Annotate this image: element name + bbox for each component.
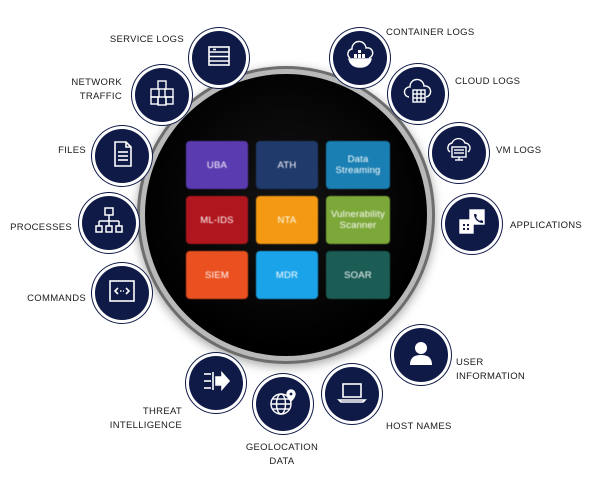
tile-label: UBA: [206, 159, 228, 171]
cloud-doc-icon: [401, 75, 435, 114]
tile-label: SOAR: [344, 269, 372, 281]
files-node[interactable]: [95, 129, 149, 183]
host-names-node[interactable]: [325, 367, 379, 421]
container-logs-node[interactable]: [333, 31, 387, 85]
tile-ml-ids[interactable]: ML-IDS: [186, 196, 248, 244]
server-rack-icon: [202, 39, 236, 78]
label-line: INTELLIGENCE: [109, 420, 182, 431]
tile-vulnerability-scanner[interactable]: Vulnerability Scanner: [326, 196, 390, 244]
files-label: FILES: [58, 145, 86, 156]
vm-logs-node[interactable]: [432, 126, 486, 180]
label-line: INFORMATION: [456, 371, 526, 382]
tile-nta[interactable]: NTA: [256, 196, 318, 244]
globe-pin-icon: [266, 385, 300, 424]
document-icon: [105, 137, 139, 176]
laptop-icon: [335, 375, 369, 414]
tile-label: ATH: [277, 159, 297, 171]
network-traffic-node[interactable]: [135, 68, 189, 122]
tile-label: MDR: [275, 269, 299, 281]
label-line: GEOLOCATION: [245, 442, 319, 453]
cloud-monitor-icon: [442, 134, 476, 173]
label-line: DATA: [269, 456, 295, 467]
network-cubes-icon: [145, 76, 179, 115]
cloud-container-icon: [343, 39, 377, 78]
tile-ath[interactable]: ATH: [256, 141, 318, 189]
tile-label: Vulnerability Scanner: [331, 209, 385, 231]
commands-label: COMMANDS: [27, 293, 86, 304]
tile-siem[interactable]: SIEM: [186, 251, 248, 299]
user-information-label: USER INFORMATION: [456, 356, 546, 384]
host-names-label: HOST NAMES: [386, 421, 452, 432]
vm-logs-label: VM LOGS: [496, 145, 542, 156]
label-line: USER: [456, 357, 484, 368]
hierarchy-icon: [92, 204, 126, 243]
container-logs-label: CONTAINER LOGS: [386, 27, 475, 38]
threat-intelligence-label: THREAT INTELLIGENCE: [90, 405, 182, 433]
tile-label: NTA: [277, 214, 297, 226]
cloud-logs-node[interactable]: [391, 67, 445, 121]
threat-intelligence-node[interactable]: [189, 356, 243, 410]
label-line: THREAT: [142, 406, 182, 417]
geolocation-data-label: GEOLOCATION DATA: [222, 441, 342, 469]
label-line: NETWORK: [71, 77, 122, 88]
network-traffic-label: NETWORK TRAFFIC: [40, 76, 122, 104]
label-line: TRAFFIC: [79, 91, 122, 102]
tile-uba[interactable]: UBA: [186, 141, 248, 189]
arrow-in-icon: [199, 364, 233, 403]
processes-node[interactable]: [82, 196, 136, 250]
cloud-logs-label: CLOUD LOGS: [455, 76, 521, 87]
geolocation-data-node[interactable]: [256, 377, 310, 431]
tile-label: SIEM: [204, 269, 230, 281]
service-logs-node[interactable]: [192, 31, 246, 85]
service-logs-label: SERVICE LOGS: [109, 34, 184, 45]
user-icon: [404, 336, 438, 375]
apps-icon: [455, 205, 489, 244]
code-brackets-icon: [105, 274, 139, 313]
tile-data-streaming[interactable]: Data Streaming: [326, 141, 390, 189]
applications-label: APPLICATIONS: [510, 220, 583, 231]
tile-soar[interactable]: SOAR: [326, 251, 390, 299]
tile-label: Data Streaming: [335, 154, 381, 176]
tile-mdr[interactable]: MDR: [256, 251, 318, 299]
user-information-node[interactable]: [394, 328, 448, 382]
tile-label: ML-IDS: [200, 214, 234, 226]
processes-label: PROCESSES: [10, 222, 72, 233]
applications-node[interactable]: [445, 197, 499, 251]
commands-node[interactable]: [95, 266, 149, 320]
